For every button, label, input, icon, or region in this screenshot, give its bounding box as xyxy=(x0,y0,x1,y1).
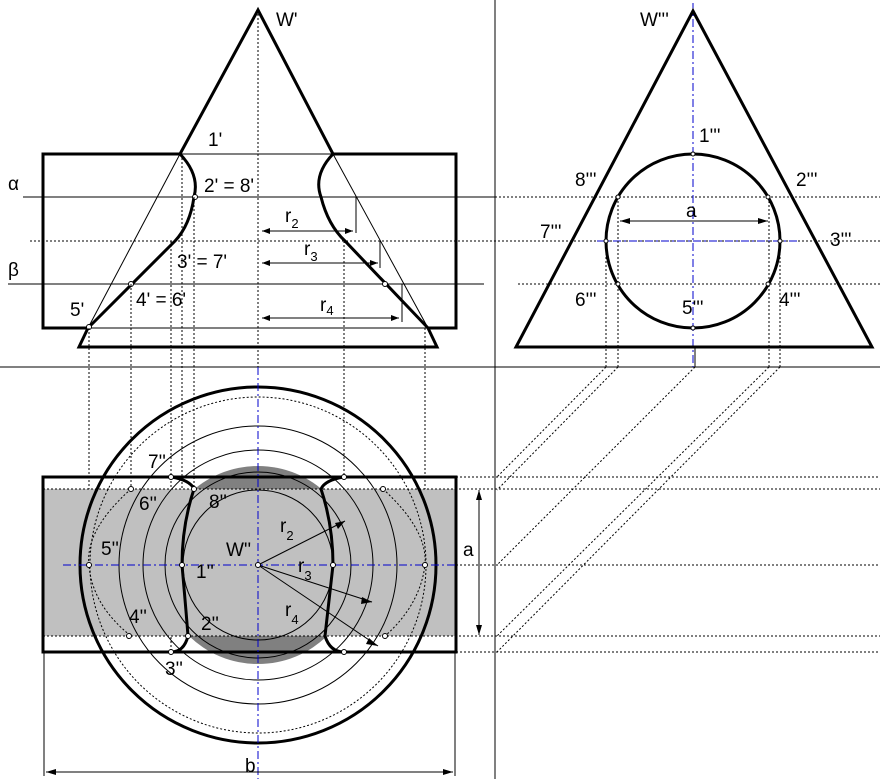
point-2-8-front xyxy=(192,194,198,200)
apex-label-top: W'' xyxy=(226,540,251,561)
dimension-b-label: b xyxy=(245,756,256,777)
apex-label-front: W' xyxy=(276,10,298,31)
intersection-curve-right xyxy=(317,152,430,330)
cone-apex-outline xyxy=(178,6,335,155)
arrowhead xyxy=(370,260,378,266)
radius-label-r2-front: r2 xyxy=(285,206,299,231)
arrowhead xyxy=(620,218,630,224)
arrowhead xyxy=(345,228,353,234)
arrowhead xyxy=(262,228,270,234)
point-label-3-7-front: 3' = 7' xyxy=(177,252,227,273)
radius-label-r2-top: r2 xyxy=(280,516,294,543)
radius-r4-line xyxy=(257,564,379,647)
apex-label-side: W''' xyxy=(640,10,669,31)
point-label-2-8-front: 2' = 8' xyxy=(204,176,254,197)
point-label-7-side: 7''' xyxy=(540,222,561,243)
dimension-a-label-top: a xyxy=(463,540,474,561)
point-label-3-top: 3'' xyxy=(165,659,183,680)
point-label-1-side: 1''' xyxy=(699,126,720,147)
side-points xyxy=(603,151,783,331)
cylinder-band-fill xyxy=(43,489,456,636)
arrowhead xyxy=(361,597,372,604)
point-label-5-side: 5''' xyxy=(682,298,703,319)
arrowhead xyxy=(758,218,768,224)
radius-r3-line xyxy=(257,564,373,603)
plane-beta-label: β xyxy=(8,260,19,281)
point-label-1-top: 1'' xyxy=(196,562,214,583)
point-label-2-side: 2''' xyxy=(796,170,817,191)
point-label-4-top: 4'' xyxy=(129,607,147,628)
radius-label-r4-front: r4 xyxy=(320,295,334,318)
point-label-2-top: 2'' xyxy=(201,614,219,635)
point-label-1-front: 1' xyxy=(208,130,222,151)
cylinder-right-outline xyxy=(333,152,458,330)
arrowhead xyxy=(391,315,399,321)
front-view: W' α β 1' 2' = 8' 3' = 7' 4' = 6' 5' r2 … xyxy=(8,6,880,652)
dimension-a-label-side: a xyxy=(686,201,697,222)
top-view: W'' 1'' 2'' 3'' 4'' 5'' 6'' 7'' 8'' r2 r… xyxy=(41,367,880,779)
arrowhead xyxy=(443,769,453,775)
radius-label-r3-front: r3 xyxy=(304,239,318,264)
arrowhead xyxy=(476,625,482,635)
radius-label-r4-top: r4 xyxy=(285,600,299,627)
radius-label-r3-top: r3 xyxy=(298,556,312,583)
construction-arc-left xyxy=(88,488,132,637)
arrowhead xyxy=(262,260,270,266)
cone-outline-side xyxy=(513,7,875,349)
point-label-5-top: 5'' xyxy=(101,539,119,560)
arrowhead xyxy=(46,769,56,775)
point-label-4-6-front: 4' = 6' xyxy=(136,290,186,311)
point-4-6-front-right xyxy=(382,281,388,287)
radius-r2-line xyxy=(257,520,346,566)
point-label-3-side: 3''' xyxy=(830,230,851,251)
point-label-7-top: 7'' xyxy=(148,452,166,473)
arrowhead xyxy=(476,490,482,500)
arrowhead xyxy=(335,521,345,529)
cone-base-outline xyxy=(76,327,440,349)
point-label-8-top: 8'' xyxy=(209,492,227,513)
plane-alpha-label: α xyxy=(8,174,19,195)
top-points xyxy=(86,474,428,655)
side-view: W''' 1''' 2''' 3''' 4''' 5''' 6''' 7''' … xyxy=(496,3,875,653)
miter-projection-lines xyxy=(496,366,781,653)
cylinder-left-outline xyxy=(41,152,180,330)
point-label-6-top: 6'' xyxy=(139,494,157,515)
arrowhead xyxy=(366,638,378,646)
point-label-6-side: 6''' xyxy=(575,290,596,311)
point-label-8-side: 8''' xyxy=(575,170,596,191)
point-label-5-front: 5' xyxy=(70,300,84,321)
arrowhead xyxy=(262,315,270,321)
cone-generator-left xyxy=(87,153,181,329)
cone-cap-bottom xyxy=(189,636,327,664)
point-label-4-side: 4''' xyxy=(779,290,800,311)
